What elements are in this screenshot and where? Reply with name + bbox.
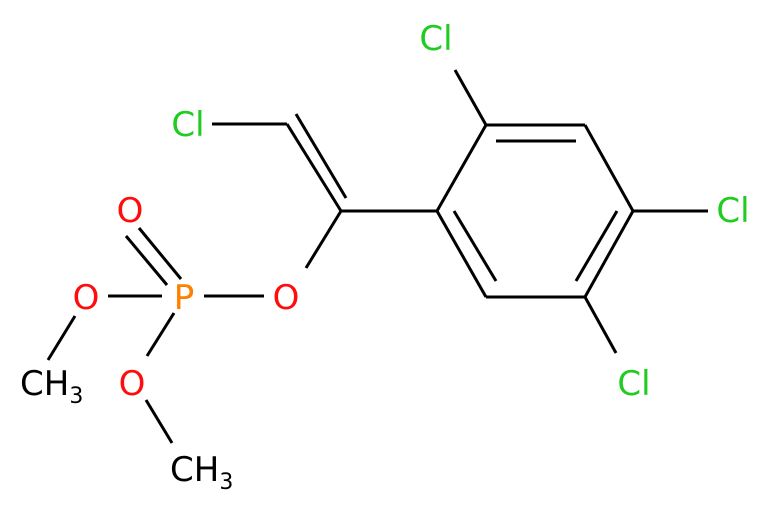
atom-cl-ortho: Cl [419,19,452,59]
atom-ch3-2: CH3 [170,450,233,495]
bonds [46,69,708,444]
bond-ring-cl-ortho [453,69,488,126]
atom-ch3-1-sub: 3 [69,384,83,409]
bond-ring-cl-meta [583,296,618,354]
bond-vinyl-double-b [294,113,348,199]
atom-o-methoxy-2: O [119,364,146,404]
ring-bond-1 [435,124,488,212]
bond-p-o-methoxy-2 [145,312,176,357]
atom-o-double: O [117,191,144,231]
atom-ch3-2-sub: 3 [219,470,233,495]
atom-ch3-1: CH3 [20,364,83,409]
atom-labels: Cl Cl Cl Cl O P O O O CH3 CH3 [20,19,750,495]
atom-o-ester: O [273,278,300,318]
atom-phosphorus: P [174,278,195,318]
ring-inner-double-3 [452,210,498,282]
ring-bond-3 [583,124,635,212]
atom-cl-meta: Cl [617,364,650,404]
atom-ch3-1-main: CH [20,364,69,404]
bond-p-o-double-a [137,227,183,280]
atom-ch3-2-main: CH [170,450,219,490]
atom-o-methoxy-1: O [73,278,100,318]
bond-o-methyl-1 [46,315,77,361]
bond-vinyl-oxygen [304,210,343,269]
atom-cl-para: Cl [716,191,749,231]
ring-bond-4 [583,210,635,298]
ring-bond-6 [435,210,488,298]
bond-p-o-double-b [124,235,169,286]
bond-vinyl-double-a [285,123,343,212]
bond-o-methyl-2 [144,399,174,444]
atom-cl-vinyl: Cl [171,105,204,145]
ring-inner-double-2 [574,210,619,282]
